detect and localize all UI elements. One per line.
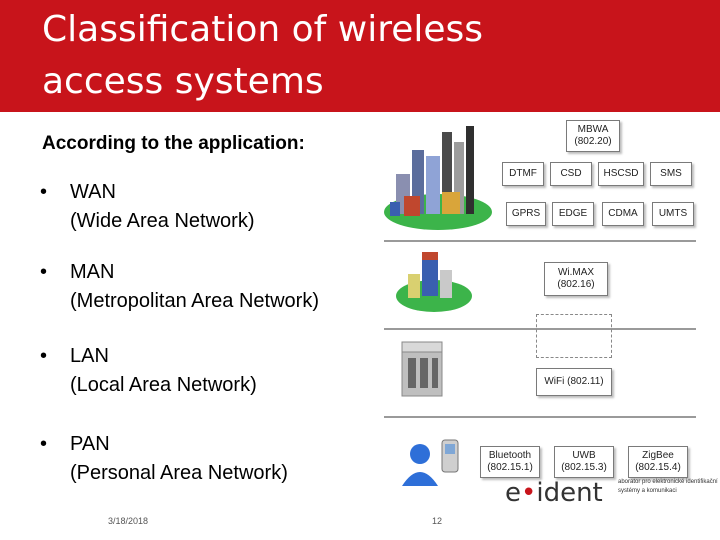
bullet-dot: • [40,345,48,367]
city-skyline-icon [384,126,492,230]
logo-main: ident [536,478,603,508]
bullet-name: LAN [70,345,109,367]
bullet-desc: (Wide Area Network) [70,210,255,232]
box-label: GPRS [511,208,541,219]
bullet-desc: (Local Area Network) [70,374,257,396]
hscsd-box: HSCSD [598,162,644,186]
bullet-dot: • [40,181,48,203]
metropolitan-area-icon [396,252,472,312]
wimax-label: Wi.MAX [557,267,595,278]
sms-box: SMS [650,162,692,186]
wan-separator [384,240,696,242]
box-label: CDMA [608,208,638,219]
umts-box: UMTS [652,202,694,226]
bullet-dot: • [40,261,48,283]
eident-logo: e•ident [505,478,603,508]
wimax-box: Wi.MAX (802.16) [544,262,608,296]
bullet-name: PAN [70,433,110,455]
bullet-name: WAN [70,181,116,203]
mbwa-box: MBWA (802.20) [566,120,620,152]
page-number: 12 [432,516,443,526]
bullet-dot: • [40,433,48,455]
csd-box: CSD [550,162,592,186]
uwb-box: UWB (802.15.3) [554,446,614,478]
lan-range-outline [536,314,612,358]
bullet-name: MAN [70,261,115,283]
wifi-box: WiFi (802.11) [536,368,612,396]
title-line-2: access systems [42,61,324,102]
logo-caption: aborator pro elektronické identifikační … [618,479,718,494]
bluetooth-box: Bluetooth (802.15.1) [480,446,540,478]
bluetooth-standard: (802.15.1) [487,462,533,473]
cdma-box: CDMA [602,202,644,226]
bullet-desc: (Metropolitan Area Network) [70,290,319,312]
box-label: DTMF [509,168,537,179]
box-label: CSD [560,168,582,179]
footer-date: 3/18/2018 [108,516,149,526]
title-line-1: Classification of wireless [42,9,484,50]
bullet-desc: (Personal Area Network) [70,462,288,484]
slide-title: Classification of wireless access system… [42,4,692,108]
person-icon [402,444,438,486]
box-label: UMTS [658,208,688,219]
box-label: EDGE [558,208,588,219]
logo-prefix: e [505,478,521,508]
lan-separator [384,416,696,418]
box-label: HSCSD [603,168,639,179]
mbwa-label: MBWA [577,124,609,135]
wifi-label: WiFi (802.11) [544,376,604,387]
wimax-standard: (802.16) [557,279,595,290]
mbwa-standard: (802.20) [574,136,612,147]
gprs-box: GPRS [506,202,546,226]
dtmf-box: DTMF [502,162,544,186]
uwb-label: UWB [572,450,596,461]
bluetooth-label: Bluetooth [488,450,532,461]
logo-dot: • [521,478,537,508]
network-classification-diagram: MBWA (802.20) DTMF CSD HSCSD SMS GPRS ED… [380,112,720,502]
zigbee-standard: (802.15.4) [635,462,681,473]
title-bar: Classification of wireless access system… [0,0,720,112]
subtitle: According to the application: [42,133,305,154]
edge-box: EDGE [552,202,594,226]
zigbee-box: ZigBee (802.15.4) [628,446,688,478]
zigbee-label: ZigBee [642,450,674,461]
man-separator [384,328,696,330]
server-building-icon [401,341,443,397]
uwb-standard: (802.15.3) [561,462,607,473]
box-label: SMS [660,168,682,179]
mobile-phone-icon [441,439,459,473]
